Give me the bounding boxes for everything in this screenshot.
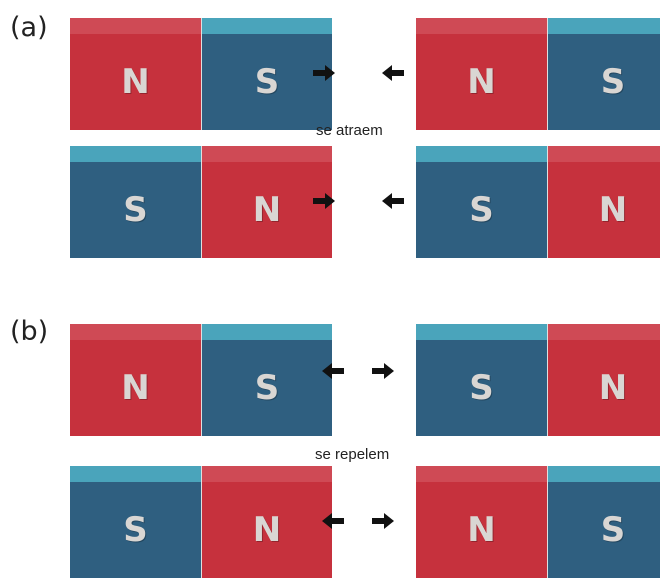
pole-letter: S	[469, 368, 494, 408]
pole-letter: N	[598, 190, 628, 230]
pole-north: N	[201, 146, 332, 258]
pole-south: S	[70, 146, 201, 258]
pole-north: N	[416, 466, 547, 578]
section-a-label: (a)	[10, 12, 48, 43]
magnet-b1-right: S N	[416, 324, 660, 436]
caption-repel: se repelem	[315, 446, 390, 463]
pole-south: S	[201, 324, 332, 436]
pole-letter: N	[252, 510, 282, 550]
arrow-right-icon	[313, 65, 335, 81]
pole-north: N	[70, 324, 201, 436]
pole-south: S	[416, 146, 547, 258]
pole-letter: S	[600, 62, 626, 102]
pole-letter: S	[123, 190, 148, 230]
arrow-left-icon	[382, 193, 404, 209]
arrow-left-icon	[322, 363, 344, 379]
pole-south: S	[70, 466, 201, 578]
arrow-right-icon	[372, 513, 394, 529]
arrow-right-icon	[372, 363, 394, 379]
magnet-a1-left: N S	[70, 18, 332, 130]
pole-north: N	[201, 466, 332, 578]
pole-north: N	[547, 324, 660, 436]
arrow-left-icon	[382, 65, 404, 81]
pole-north: N	[547, 146, 660, 258]
magnet-a1-right: N S	[416, 18, 660, 130]
pole-south: S	[201, 18, 332, 130]
pole-south: S	[416, 324, 547, 436]
magnet-b1-left: N S	[70, 324, 332, 436]
pole-letter: S	[600, 510, 626, 550]
pole-south: S	[547, 466, 660, 578]
magnet-b2-left: S N	[70, 466, 332, 578]
pole-letter: N	[467, 62, 496, 102]
pole-letter: N	[467, 510, 496, 550]
pole-letter: S	[469, 190, 494, 230]
magnet-a2-left: S N	[70, 146, 332, 258]
pole-letter: N	[252, 190, 282, 230]
magnet-b2-right: N S	[416, 466, 660, 578]
pole-letter: S	[254, 368, 280, 408]
pole-letter: N	[598, 368, 628, 408]
pole-north: N	[416, 18, 547, 130]
pole-letter: N	[121, 368, 150, 408]
pole-letter: N	[121, 62, 150, 102]
arrow-right-icon	[313, 193, 335, 209]
pole-letter: S	[123, 510, 148, 550]
caption-attract: se atraem	[316, 122, 383, 139]
pole-south: S	[547, 18, 660, 130]
magnet-a2-right: S N	[416, 146, 660, 258]
pole-north: N	[70, 18, 201, 130]
pole-letter: S	[254, 62, 280, 102]
section-b-label: (b)	[10, 316, 49, 347]
arrow-left-icon	[322, 513, 344, 529]
